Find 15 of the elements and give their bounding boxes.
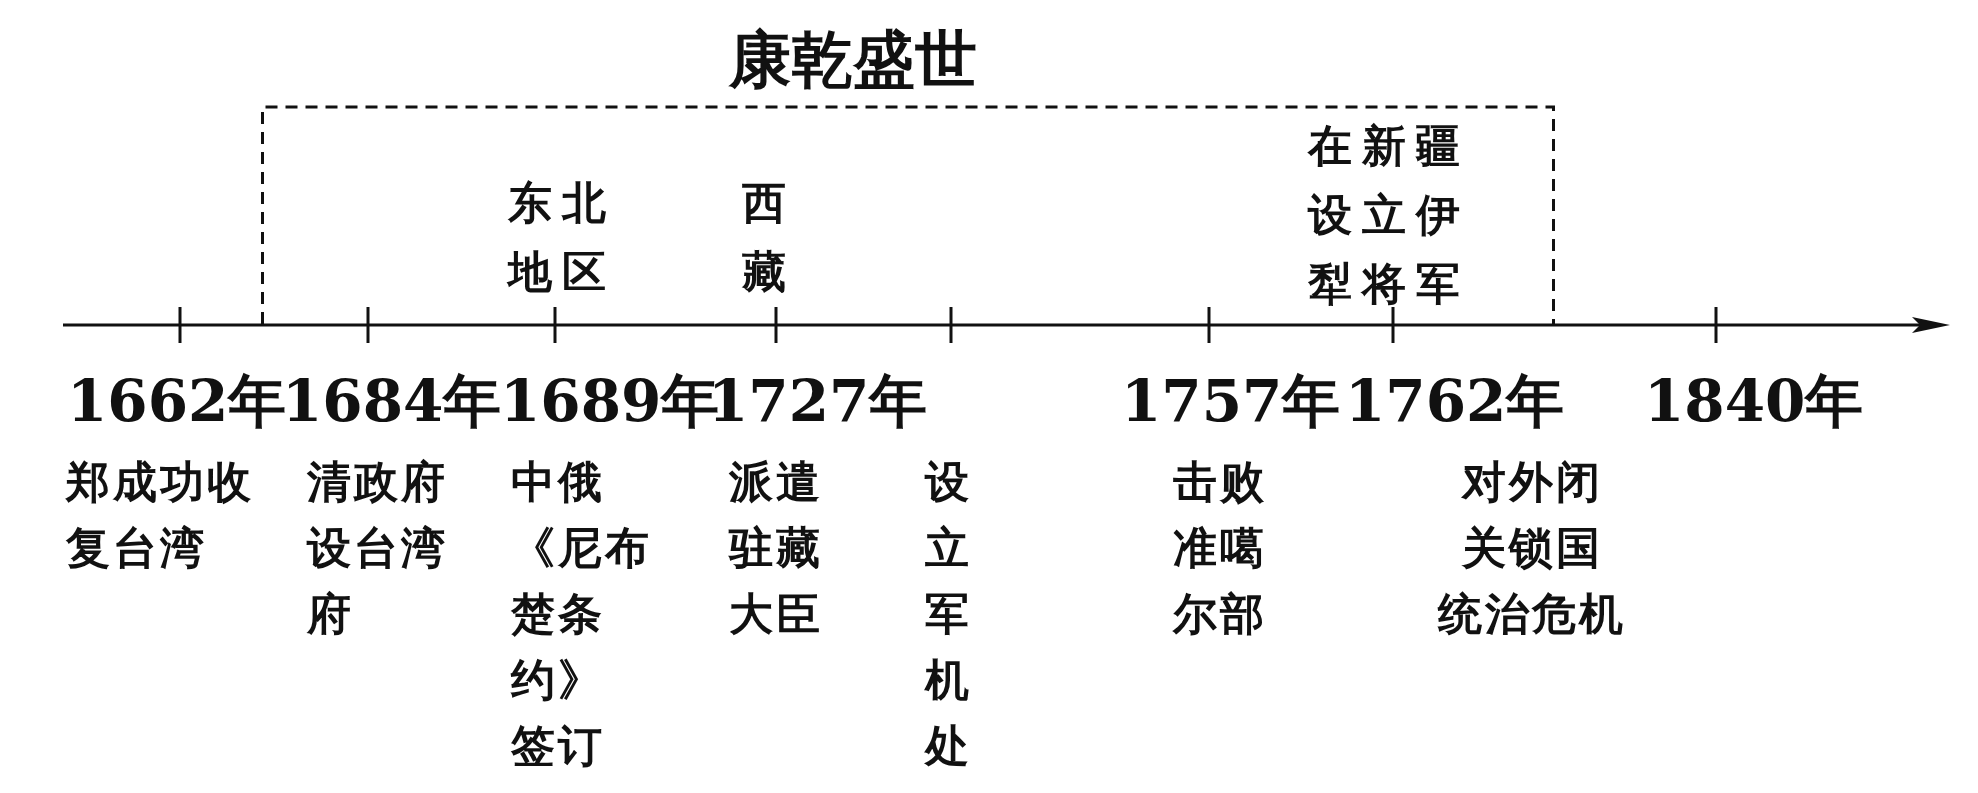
event-text: 中俄《尼布楚条约》签订 — [511, 455, 652, 773]
event-text: 郑成功收复台湾 — [66, 455, 254, 575]
event-text: 派遣驻藏大臣 — [729, 455, 823, 641]
event-text: 在新疆设立伊犁将军 — [1308, 119, 1470, 311]
year-label: 1762年 — [1345, 366, 1565, 436]
period-title: 康乾盛世 — [729, 22, 977, 98]
event-text: 清政府设台湾府 — [307, 455, 448, 641]
year-label: 1757年 — [1121, 366, 1341, 436]
year-label: 1662年 — [67, 366, 287, 436]
event-text: 击败准噶尔部 — [1173, 455, 1267, 641]
event-text: 西藏 — [742, 176, 796, 299]
event-text: 东北地区 — [508, 176, 616, 299]
event-text: 设立军机处 — [925, 455, 972, 773]
year-label: 1840年 — [1644, 366, 1864, 436]
event-text: 对外闭关锁国统治危机 — [1438, 455, 1626, 641]
